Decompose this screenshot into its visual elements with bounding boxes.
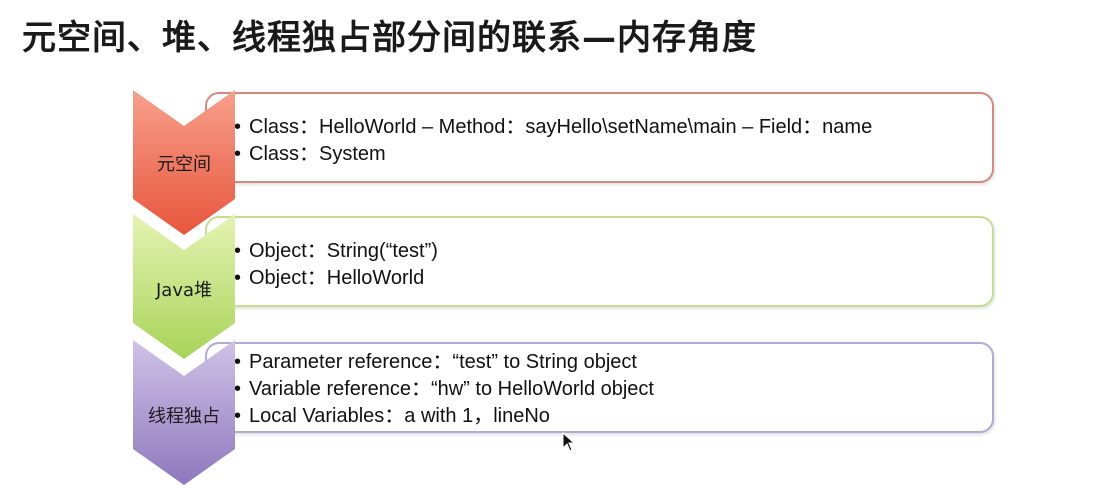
item-text: Object：String(“test”): [249, 240, 438, 262]
stage-label: 线程独占: [148, 406, 220, 427]
stage-box: •Class：HelloWorld – Method：sayHello\setN…: [205, 92, 994, 183]
list-item: •Class：HelloWorld – Method：sayHello\setN…: [234, 116, 873, 138]
list-item: •Variable reference：“hw” to HelloWorld o…: [234, 378, 654, 400]
item-text: Variable reference：“hw” to HelloWorld ob…: [249, 378, 654, 400]
item-list: •Object：String(“test”) •Object：HelloWorl…: [234, 238, 438, 292]
list-item: •Class：System: [234, 143, 386, 165]
mouse-pointer-icon: [562, 432, 576, 452]
list-item: •Object：HelloWorld: [234, 267, 425, 289]
chevron-shape: [133, 214, 235, 359]
item-text: Class：System: [249, 143, 386, 165]
item-text: Local Variables：a with 1，lineNo: [249, 405, 550, 427]
item-text: Parameter reference：“test” to String obj…: [249, 351, 637, 373]
stage-box: •Object：String(“test”) •Object：HelloWorl…: [205, 216, 994, 307]
chevron-shape: [133, 90, 235, 235]
stage-label: 元空间: [157, 154, 211, 175]
stage-box: •Parameter reference：“test” to String ob…: [205, 342, 994, 433]
list-item: •Object：String(“test”): [234, 240, 438, 262]
stage-label: Java堆: [155, 280, 213, 301]
item-text: Class：HelloWorld – Method：sayHello\setNa…: [249, 116, 873, 138]
chevron-shape: [133, 340, 235, 485]
item-list: •Class：HelloWorld – Method：sayHello\setN…: [234, 114, 873, 168]
list-item: •Local Variables：a with 1，lineNo: [234, 405, 550, 427]
page-title: 元空间、堆、线程独占部分间的联系—内存角度: [22, 18, 757, 58]
list-item: •Parameter reference：“test” to String ob…: [234, 351, 637, 373]
item-text: Object：HelloWorld: [249, 267, 425, 289]
item-list: •Parameter reference：“test” to String ob…: [234, 349, 654, 430]
